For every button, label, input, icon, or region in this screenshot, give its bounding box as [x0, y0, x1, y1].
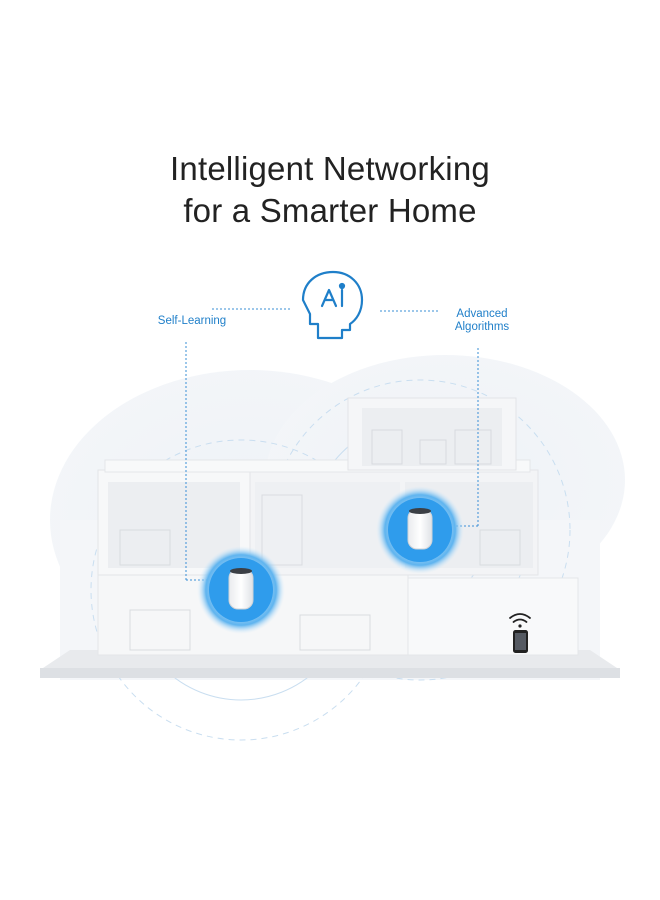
- advanced-text: Advanced: [456, 308, 508, 320]
- smartphone-icon: [513, 630, 528, 653]
- mesh-router-right: [376, 486, 464, 574]
- self-learning-label: Self-Learning: [150, 315, 234, 328]
- ai-head-icon: [301, 270, 364, 340]
- mesh-router-left: [197, 546, 285, 634]
- headline-line-1: Intelligent Networking: [170, 150, 490, 187]
- headline-line-2: for a Smarter Home: [183, 192, 477, 229]
- headline: Intelligent Networking for a Smarter Hom…: [0, 148, 660, 232]
- wifi-icon: [509, 613, 531, 628]
- leader-lines: [185, 308, 479, 581]
- self-learning-text: Self-Learning: [157, 315, 227, 327]
- algorithms-text: Algorithms: [454, 321, 510, 333]
- advanced-algorithms-label: Advanced Algorithms: [440, 308, 524, 334]
